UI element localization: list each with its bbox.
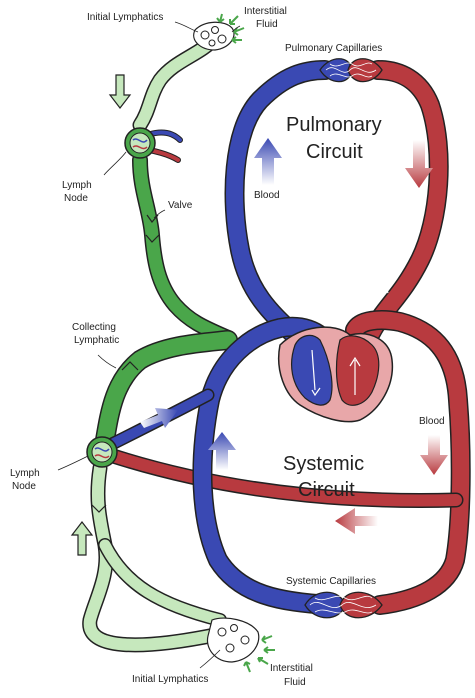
systemic-capillary-bed [304,591,383,619]
blood-flow-arrow-down-systemic [420,435,448,475]
label-collecting-lymphatic-2: Lymphatic [74,335,119,346]
label-pulmonary-circuit-1: Pulmonary [286,114,382,136]
label-blood-right: Blood [419,416,445,427]
label-interstitial-fluid-top-1: Interstitial [244,6,287,17]
label-systemic-capillaries: Systemic Capillaries [286,576,376,587]
lymphatic-system [70,13,275,673]
blood-flow-arrow-left-artery [335,508,378,534]
label-initial-lymphatics-top: Initial Lymphatics [87,12,163,23]
blood-flow-arrow-down-pulmonary [405,140,433,188]
label-initial-lymphatics-bottom: Initial Lymphatics [132,674,208,685]
blood-flow-arrow-up-pulmonary [254,138,282,185]
interstitial-fluid-arrows-bottom [243,635,275,673]
label-systemic-circuit-1: Systemic [283,453,364,475]
label-pulmonary-capillaries: Pulmonary Capillaries [285,43,382,54]
label-pulmonary-circuit-2: Circuit [306,141,363,163]
lymph-flow-arrow-top [108,74,132,109]
label-collecting-lymphatic-1: Collecting [72,322,116,333]
leader-lines [57,21,241,669]
blood-flow-arrow-up-systemic [208,432,236,470]
label-interstitial-fluid-bottom-1: Interstitial [270,663,313,674]
label-blood-left: Blood [254,190,280,201]
lower-initial-lymphatics-mesh [206,617,260,663]
label-lymph-node-bottom-1: Lymph [10,468,40,479]
lymph-node-lower [86,436,118,468]
label-interstitial-fluid-bottom-2: Fluid [284,677,306,688]
label-interstitial-fluid-top-2: Fluid [256,19,278,30]
blood-vessels [102,60,471,615]
labels: Initial Lymphatics Interstitial Fluid Pu… [10,6,445,688]
lymph-flow-arrow-bottom [70,521,94,556]
pulmonary-capillary-bed [319,58,383,83]
blood-flow-arrow-lymph-node-vein [140,408,178,428]
lymph-node-upper [124,127,156,159]
label-lymph-node-bottom-2: Node [12,481,36,492]
vessel-direction-marks [303,286,389,319]
label-systemic-circuit-2: Circuit [298,479,355,501]
interstitial-fluid-arrows-top [216,13,245,44]
label-valve: Valve [168,200,193,211]
label-lymph-node-top-1: Lymph [62,180,92,191]
label-lymph-node-top-2: Node [64,193,88,204]
heart [278,326,394,423]
upper-initial-lymphatics-mesh [193,21,235,51]
valve-marks [91,214,160,513]
